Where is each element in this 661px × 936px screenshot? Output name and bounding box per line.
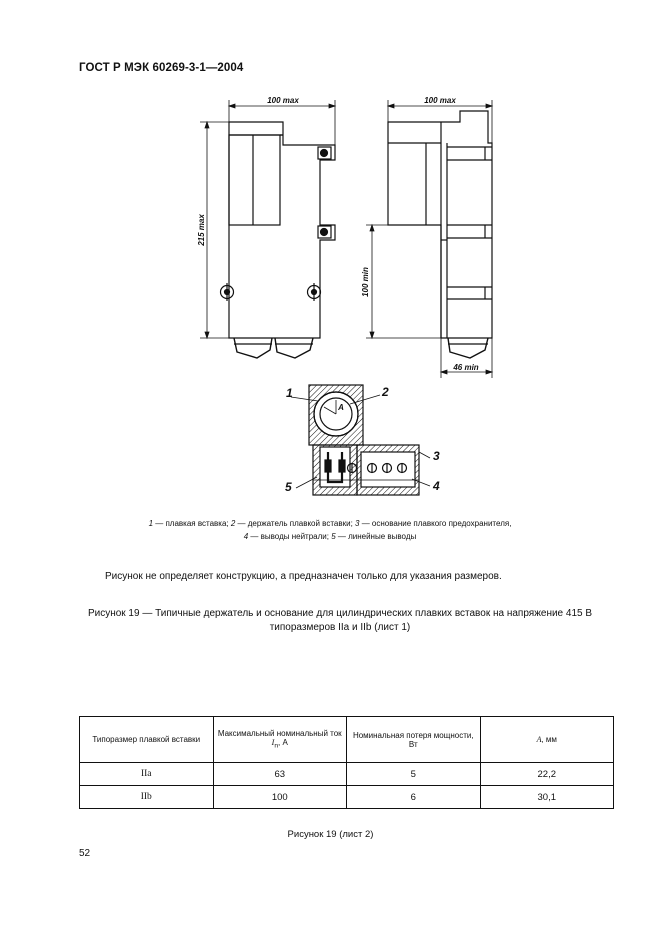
technical-drawing: 100 max 100 max 215 max 100 min 46 min A…: [197, 96, 494, 496]
figure-caption-sheet-1: Рисунок 19 — Типичные держатель и основа…: [70, 607, 610, 635]
cell-current: 100: [212, 785, 347, 809]
standard-header: ГОСТ Р МЭК 60269-3-1—2004: [79, 62, 244, 74]
callout-leaders: [290, 394, 431, 489]
legend-num-3: 3: [355, 519, 360, 528]
dim-total-height: 215 max: [197, 214, 206, 247]
legend-num-1: 1: [148, 519, 154, 528]
cell-power: 5: [346, 762, 481, 786]
header-size: Типоразмер плавкой вставки: [79, 716, 214, 763]
cell-current: 63: [212, 762, 347, 786]
legend-text-5: — линейные выводы: [335, 532, 417, 541]
caption-line-1: Рисунок 19 — Типичные держатель и основа…: [87, 608, 593, 619]
cell-size: IIb: [79, 785, 214, 809]
callout-2: 2: [381, 385, 389, 399]
dim-base-height: 100 min: [361, 267, 370, 297]
figure-caption-sheet-2: Рисунок 19 (лист 2): [287, 829, 374, 840]
cell-dim: 30,1: [479, 785, 614, 809]
legend-text-4: — выводы нейтрали;: [248, 532, 332, 541]
header-current: Максимальный номинальный ток In, А: [212, 716, 347, 763]
table-header-row: Типоразмер плавкой вставки Максимальный …: [79, 716, 614, 763]
page-number: 52: [79, 848, 91, 859]
legend-text-1: — плавкая вставка;: [153, 519, 231, 528]
figure-legend-line-2: 4 — выводы нейтрали; 5 — линейные выводы: [60, 530, 600, 543]
cell-size: IIa: [79, 762, 214, 786]
side-dimensions: [366, 100, 494, 378]
figure-note: Рисунок не определяет конструкцию, а пре…: [105, 571, 502, 582]
dim-depth: 46 min: [452, 363, 478, 372]
table-row: IIb 100 6 30,1: [79, 785, 614, 809]
callout-3: 3: [433, 449, 440, 463]
header-power: Номинальная потеря мощности, Вт: [346, 716, 481, 763]
dim-side-width: 100 max: [424, 96, 456, 105]
section-view: [308, 384, 420, 496]
table-row: IIa 63 5 22,2: [79, 762, 614, 786]
legend-text-2: — держатель плавкой вставки;: [235, 519, 356, 528]
side-view: [387, 110, 493, 359]
legend-text-3: — основание плавкого предохранителя,: [359, 519, 512, 528]
caption-line-2: типоразмеров IIa и IIb (лист 1): [269, 622, 411, 633]
header-dim: A, мм: [479, 716, 614, 763]
cell-dim: 22,2: [479, 762, 614, 786]
front-view: [219, 121, 336, 359]
front-dimensions: [200, 100, 337, 340]
section-dim-label: A: [337, 403, 344, 412]
fuse-ratings-table: Типоразмер плавкой вставки Максимальный …: [79, 716, 614, 809]
callout-5: 5: [285, 480, 292, 494]
dim-front-width: 100 max: [267, 96, 299, 105]
cell-power: 6: [346, 785, 481, 809]
legend-num-5: 5: [331, 532, 336, 541]
figure-legend-line-1: 1 — плавкая вставка; 2 — держатель плавк…: [60, 517, 600, 530]
legend-num-2: 2: [230, 519, 236, 528]
callout-1: 1: [286, 386, 293, 400]
callout-4: 4: [432, 479, 440, 493]
legend-num-4: 4: [243, 532, 249, 541]
